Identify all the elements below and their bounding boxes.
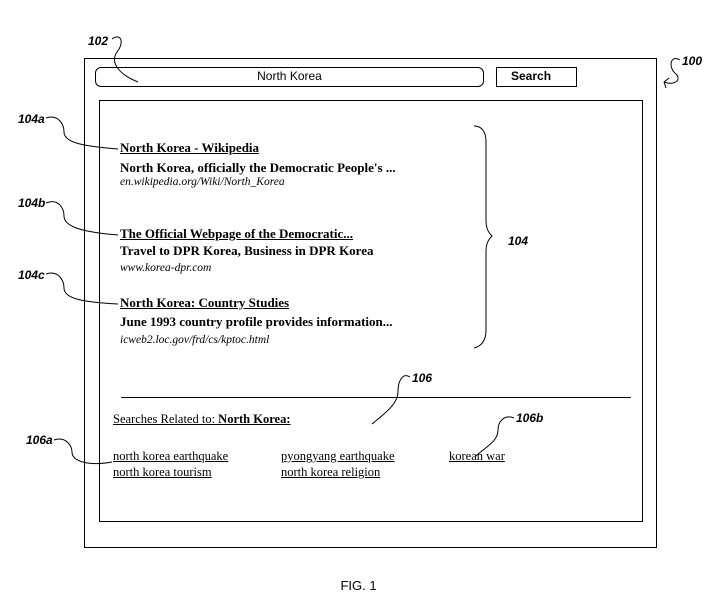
result-url-1: en.wikipedia.org/Wiki/North_Korea [120, 176, 285, 188]
related-link-north-korea-tourism[interactable]: north korea tourism [113, 465, 212, 479]
related-link-korean-war[interactable]: korean war [449, 449, 505, 463]
related-searches-heading: Searches Related to: North Korea: [113, 412, 291, 427]
result-title-2[interactable]: The Official Webpage of the Democratic..… [120, 226, 353, 241]
related-term: North Korea: [218, 412, 291, 426]
leader-102 [111, 36, 139, 83]
figure-caption: FIG. 1 [340, 578, 377, 593]
result-url-2: www.korea-dpr.com [120, 262, 212, 274]
ref-label-104: 104 [508, 234, 529, 248]
result-title-3[interactable]: North Korea: Country Studies [120, 295, 290, 310]
result-url-3: icweb2.loc.gov/frd/cs/kptoc.html [120, 334, 270, 346]
result-snippet-2: Travel to DPR Korea, Business in DPR Kor… [120, 243, 374, 258]
browser-window [84, 58, 657, 548]
result-snippet-1: North Korea, officially the Democratic P… [120, 160, 396, 175]
ref-label-106a: 106a [26, 433, 53, 447]
leader-106b [475, 416, 515, 457]
related-prefix: Searches Related to: [113, 412, 219, 426]
search-input[interactable]: North Korea [95, 67, 484, 87]
leader-104c [45, 272, 119, 305]
ref-label-106: 106 [412, 371, 433, 385]
ref-label-104b: 104b [18, 196, 46, 210]
ref-label-104c: 104c [18, 268, 45, 282]
leader-106a [53, 438, 113, 465]
leader-106 [371, 375, 411, 425]
ref-label-104a: 104a [18, 112, 45, 126]
related-link-pyongyang-earthquake[interactable]: pyongyang earthquake [281, 449, 395, 463]
arrowhead-100 [663, 77, 670, 89]
result-snippet-3: June 1993 country profile provides infor… [120, 314, 393, 329]
ref-label-100: 100 [682, 54, 703, 68]
results-pane [99, 100, 643, 522]
ref-label-106b: 106b [516, 411, 544, 425]
related-link-north-korea-religion[interactable]: north korea religion [281, 465, 381, 479]
leader-100 [663, 58, 681, 84]
search-button[interactable]: Search [496, 67, 577, 87]
ref-label-102: 102 [88, 34, 109, 48]
brace-104 [473, 125, 493, 349]
related-link-north-korea-earthquake[interactable]: north korea earthquake [113, 449, 229, 463]
leader-104a [45, 116, 119, 150]
result-title-1[interactable]: North Korea - Wikipedia [120, 140, 260, 155]
leader-104b [45, 201, 119, 236]
section-divider [121, 397, 631, 398]
